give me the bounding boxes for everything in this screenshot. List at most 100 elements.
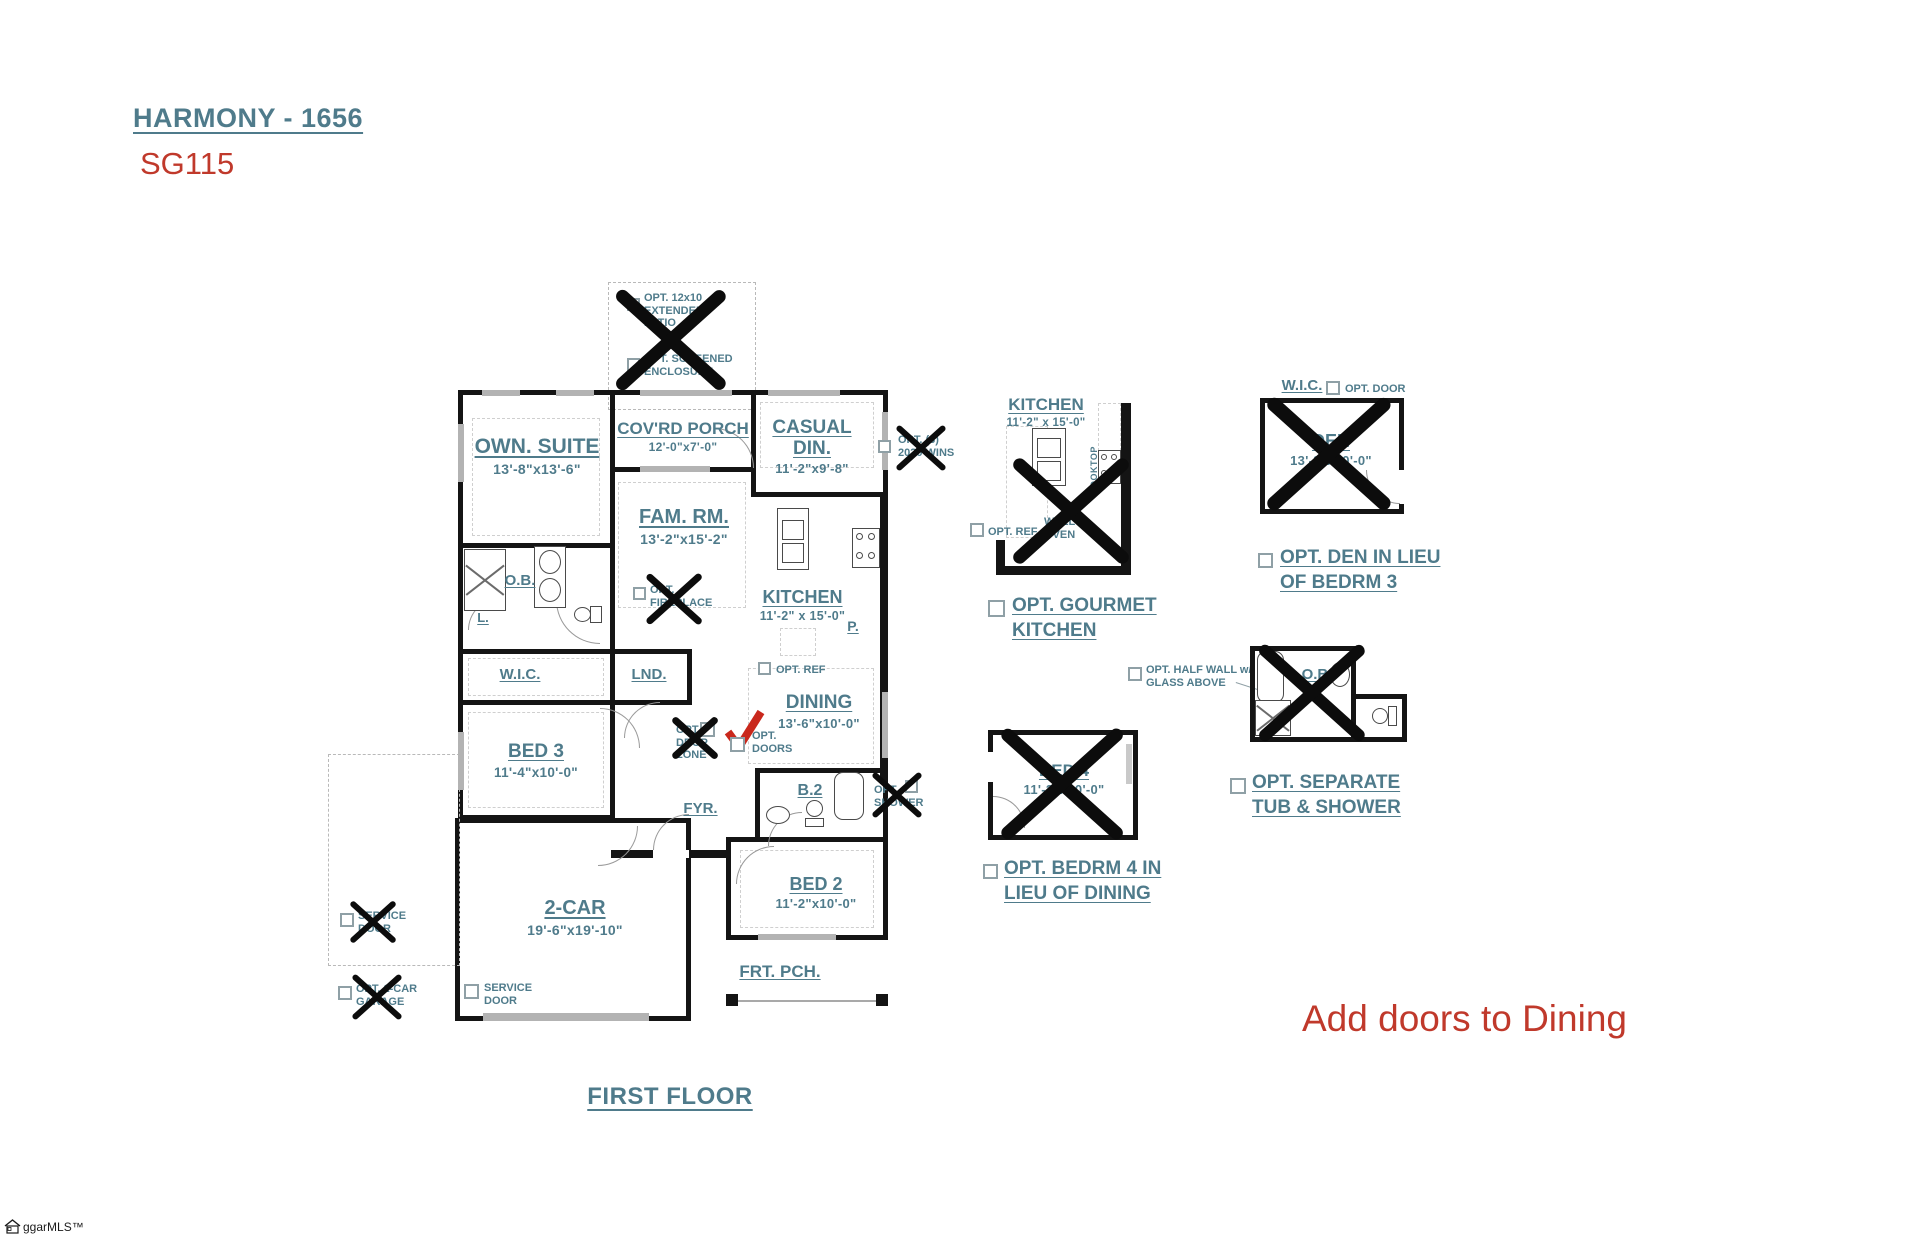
- opt-den-heading: OPT. DEN IN LIEU OF BEDRM 3: [1280, 547, 1441, 593]
- dining-ceiling-dash: [748, 668, 874, 764]
- shower-fixture: [1255, 700, 1291, 736]
- checkbox-opt-fireplace[interactable]: [633, 587, 646, 600]
- bed4-door-opening: [988, 752, 993, 782]
- bed3-ceiling-dash: [468, 712, 604, 808]
- room-name: DEN: [1311, 431, 1350, 451]
- bed4-room-label: BED 4 11'-2"x10'-0": [1008, 761, 1120, 797]
- cooktop-label: COOKTOP: [1089, 446, 1099, 495]
- window-opening: [458, 424, 464, 482]
- checkbox-opt-ref[interactable]: [758, 662, 771, 675]
- checkbox-opt-separate-tub[interactable]: [1230, 778, 1246, 794]
- burner: [856, 533, 863, 540]
- room-dims: 13'-2"x15'-2": [640, 530, 728, 547]
- opt-one-car-outline: [328, 754, 460, 966]
- room-name: CASUAL DIN.: [772, 417, 852, 459]
- porch-opening: [640, 466, 710, 472]
- toilet-tank: [590, 606, 602, 623]
- bathtub-fixture: [834, 772, 864, 820]
- checkbox-opt-extended-patio[interactable]: [627, 298, 640, 311]
- room-label-foyer: FYR.: [683, 800, 718, 817]
- counter-dash: [1098, 403, 1121, 451]
- opt-doors-label: OPT. DOORS: [752, 730, 793, 755]
- burner: [1101, 470, 1107, 476]
- room-label-pantry: P.: [847, 618, 859, 634]
- room-label-bed3: BED 3 11'-4"x10'-0": [466, 741, 606, 780]
- porch-edge-line: [726, 1000, 888, 1002]
- window-opening: [768, 390, 840, 396]
- service-door-label: SERVICE DOOR: [484, 982, 533, 1007]
- casual-din-ceiling-dash: [760, 402, 874, 468]
- wall-segment-right: [880, 492, 888, 784]
- opt-half-wall-label: OPT. HALF WALL w/ GLASS ABOVE: [1146, 664, 1252, 689]
- room-label-linen: L.: [477, 610, 489, 625]
- checkbox-gourmet-opt-ref[interactable]: [970, 523, 984, 537]
- floor-label: FIRST FLOOR: [587, 1083, 753, 1110]
- room-name: 2-CAR: [544, 897, 606, 919]
- room-name: KITCHEN: [1008, 395, 1084, 414]
- den-room-label: DEN 13'-8"x10'-0": [1272, 431, 1390, 469]
- opt-drop-zone-label: OPT. DROP ZONE: [676, 724, 708, 762]
- room-name: BED 2: [789, 874, 843, 894]
- toilet-tank: [805, 818, 824, 827]
- island-appliance: [782, 543, 804, 563]
- sink-fixture: [766, 806, 790, 824]
- opt-bath-room-label: O.B.: [1301, 666, 1333, 683]
- opt-door-label: OPT. DOOR: [1345, 383, 1406, 395]
- checkbox-opt-drop-zone[interactable]: [700, 722, 715, 737]
- checkbox-opt-shower[interactable]: [905, 780, 918, 793]
- garage-door-opening: [483, 1013, 649, 1021]
- toilet-bowl: [574, 607, 591, 622]
- room-dims: 13'-8"x13'-6": [493, 460, 581, 477]
- checkbox-opt-doors[interactable]: [730, 737, 745, 752]
- checkbox-opt-screened-enclosure[interactable]: [627, 358, 640, 371]
- island-appliance: [1037, 461, 1061, 481]
- porch-post: [876, 994, 888, 1006]
- checkbox-service-door[interactable]: [464, 984, 479, 999]
- opt-gourmet-kitchen-heading: OPT. GOURMET KITCHEN: [1012, 595, 1157, 641]
- checkbox-opt-half-wall[interactable]: [1128, 667, 1142, 681]
- checkbox-opt-door[interactable]: [1326, 381, 1340, 395]
- den-door-opening: [1399, 470, 1404, 504]
- checkbox-service-door-left[interactable]: [340, 913, 354, 927]
- opt-shower-label: OPT. SHOWER: [874, 784, 924, 809]
- checkbox-opt-one-car-garage[interactable]: [338, 986, 352, 1000]
- checkbox-opt-3-wins[interactable]: [878, 440, 891, 453]
- room-name: BED 3: [508, 741, 564, 762]
- den-walls: [1260, 398, 1404, 514]
- burner: [1101, 454, 1107, 460]
- room-label-fam-rm: FAM. RM. 13'-2"x15'-2": [614, 506, 754, 547]
- room-dims: 13'-8"x10'-0": [1290, 453, 1372, 469]
- room-name: OWN. SUITE: [474, 435, 600, 458]
- window-opening: [1126, 744, 1132, 784]
- shower-fixture: [464, 549, 506, 611]
- checkbox-opt-gourmet-kitchen[interactable]: [988, 600, 1005, 617]
- room-label-garage: 2-CAR 19'-6"x19'-10": [510, 897, 640, 938]
- island-appliance: [782, 520, 804, 540]
- checkbox-opt-bedrm4[interactable]: [983, 864, 998, 879]
- watermark-text: ggarMLS™: [23, 1219, 84, 1234]
- room-name: BED 4: [1038, 761, 1090, 780]
- house-icon: [4, 1219, 21, 1234]
- checkbox-opt-den[interactable]: [1258, 553, 1273, 568]
- opt-extended-patio-label: OPT. 12x10 EXTENDED PATIO: [644, 292, 704, 330]
- sink-fixture: [539, 550, 561, 574]
- burner: [868, 533, 875, 540]
- room-name: COV'RD PORCH: [617, 419, 749, 438]
- room-label-kitchen: KITCHEN 11'-2" x 15'-0": [740, 587, 865, 624]
- room-name: FAM. RM.: [639, 506, 729, 528]
- island-appliance: [1037, 438, 1061, 458]
- window-opening: [882, 692, 888, 758]
- opt-patio-outline: [608, 282, 756, 410]
- front-door-opening: [653, 850, 689, 858]
- opt-ref-dash-box: [780, 628, 816, 656]
- opt-ref-label: OPT. REF: [776, 664, 826, 676]
- opt-separate-tub-heading: OPT. SEPARATE TUB & SHOWER: [1252, 772, 1401, 818]
- room-label-owners-bath: O.B.: [504, 572, 536, 589]
- sink-fixture: [539, 578, 561, 602]
- den-wic-label: W.I.C.: [1281, 377, 1323, 394]
- opt-3-wins-label: OPT. (3) 2020 WINS: [898, 434, 955, 459]
- bed4-walls: [988, 730, 1138, 840]
- fam-rm-ceiling-dash: [618, 482, 746, 608]
- service-door-left-label: SERVICE DOOR: [358, 910, 407, 935]
- plan-title: HARMONY - 1656: [133, 103, 364, 133]
